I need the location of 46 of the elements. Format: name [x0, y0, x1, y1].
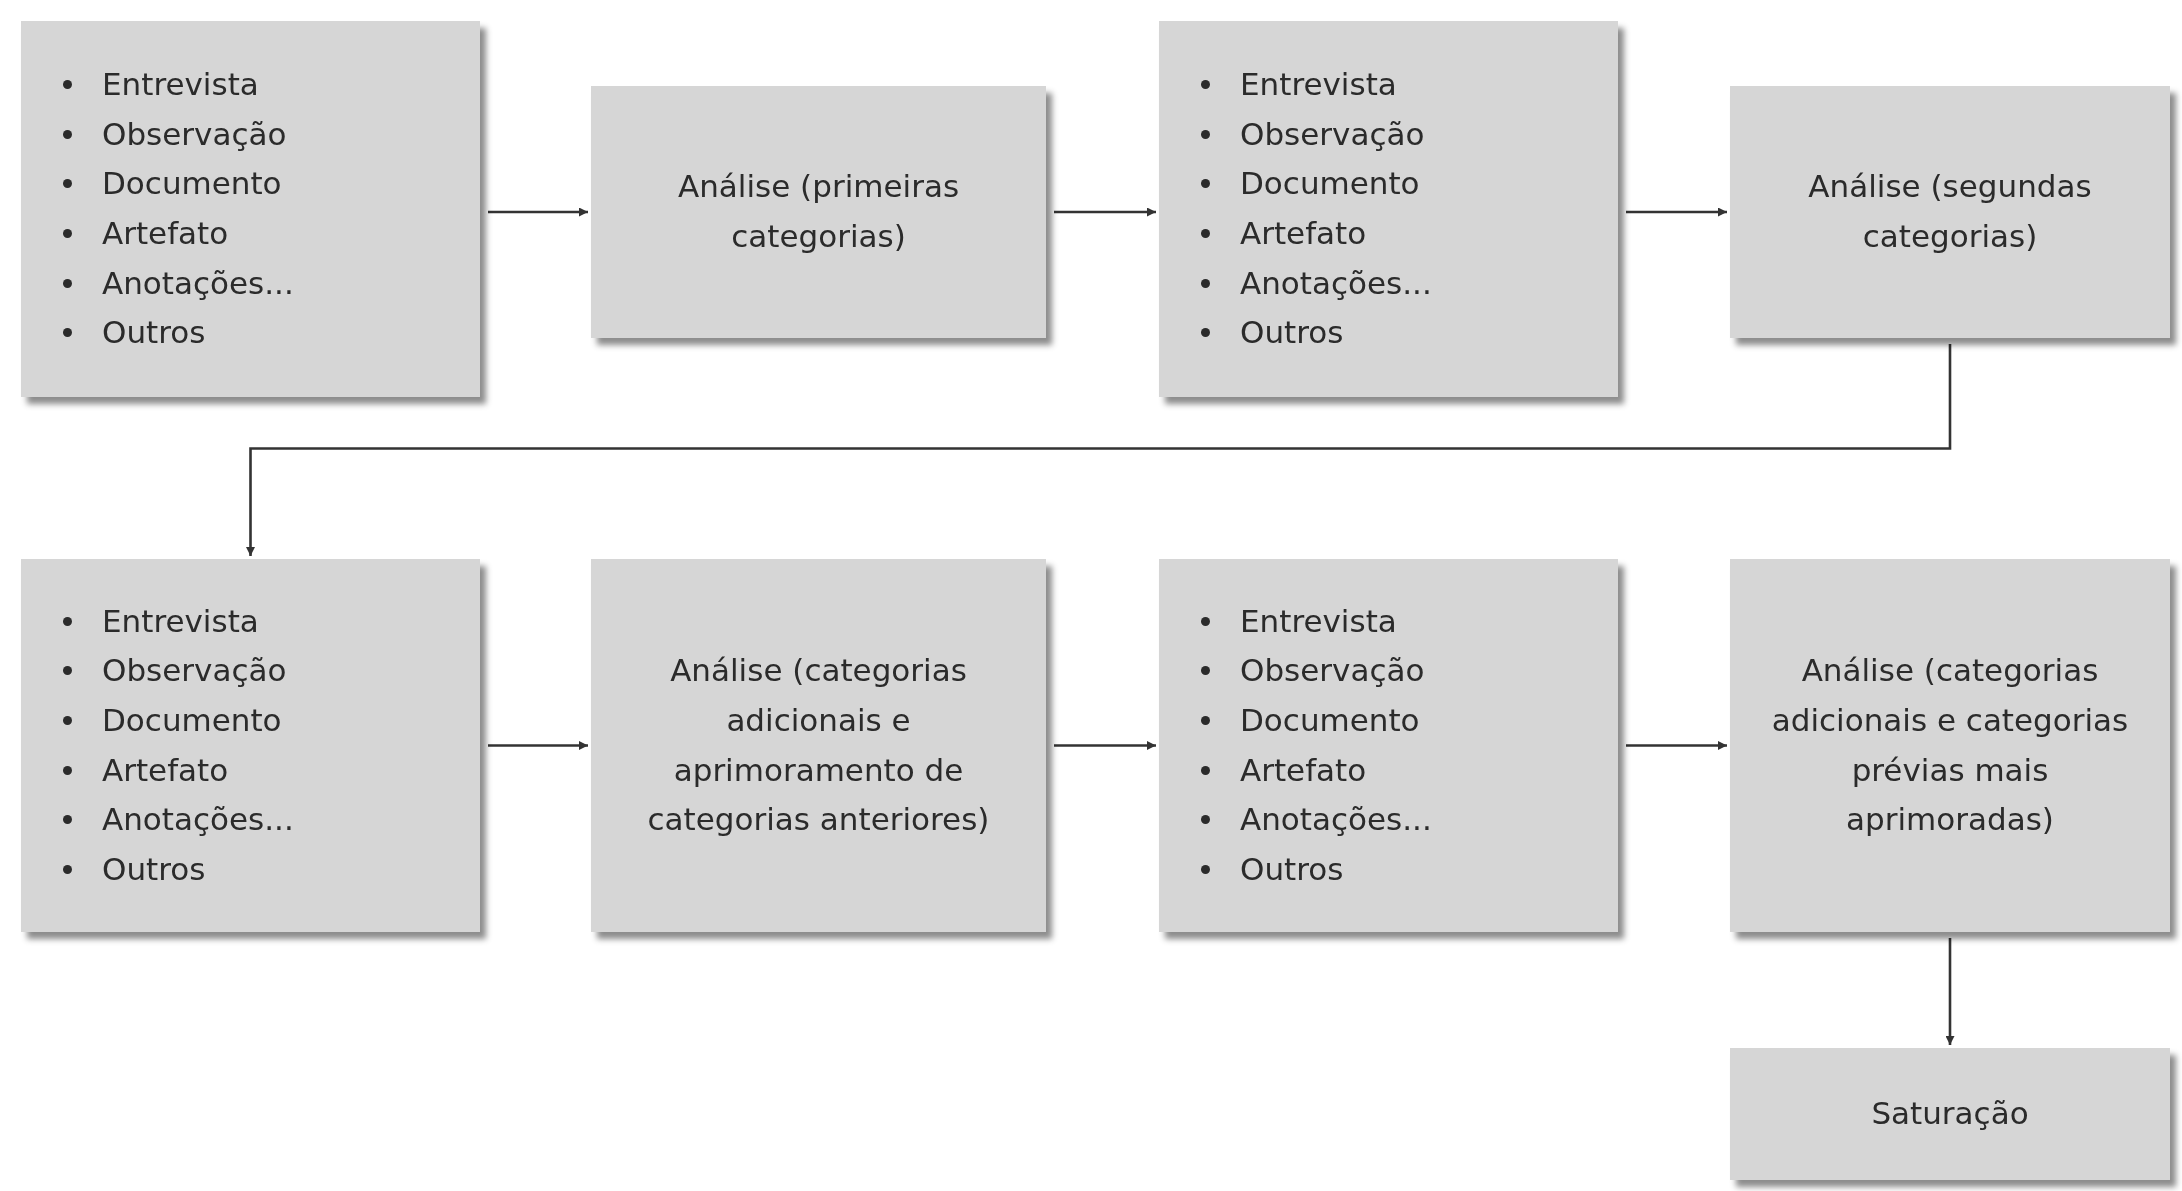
bullet-item: Entrevista — [1195, 596, 1618, 647]
arrow — [1054, 207, 1156, 217]
bullet-item: Documento — [1195, 159, 1618, 209]
source-list-box — [21, 559, 480, 932]
bullet-item: Artefato — [57, 209, 480, 259]
bullet-item: Outros — [1195, 844, 1618, 895]
arrow — [246, 344, 1952, 556]
bullet-item: Documento — [57, 695, 480, 746]
bullet-item: Entrevista — [1195, 60, 1618, 110]
process-box — [591, 86, 1046, 338]
bullet-item: Anotações... — [57, 795, 480, 845]
source-list-box — [1159, 21, 1618, 397]
bullet-item: Entrevista — [57, 60, 480, 110]
bullet-item: Outros — [57, 844, 480, 895]
arrow — [1626, 741, 1727, 750]
bullet-item: Observação — [1195, 109, 1618, 160]
bullet-item: Documento — [1195, 695, 1618, 746]
bullet-item: Anotações... — [1195, 795, 1618, 845]
box-text: Análise (categorias adicionais e aprimoramento de categorias anteriores) — [646, 651, 991, 840]
bullet-item: Artefato — [1195, 745, 1618, 796]
bullet-item: Anotações... — [57, 258, 480, 309]
bullet-item: Outros — [1195, 308, 1618, 358]
arrow — [1054, 741, 1156, 750]
bullet-item: Artefato — [1195, 209, 1618, 259]
box-text: Análise (segundas categorias) — [1807, 167, 2093, 256]
box-text: Análise (categorias adicionais e categorias prévias mais aprimoradas) — [1770, 651, 2130, 840]
process-box — [1730, 559, 2170, 932]
arrow — [1945, 938, 1955, 1045]
bullet-item: Observação — [57, 646, 480, 696]
box-text: Análise (primeiras categorias) — [676, 167, 961, 256]
process-box — [1730, 86, 2170, 338]
bullet-item: Outros — [57, 308, 480, 358]
source-list-box — [21, 21, 480, 397]
bullet-item: Anotações... — [1195, 258, 1618, 309]
bullet-item: Documento — [57, 159, 480, 209]
source-list-box — [1159, 559, 1618, 932]
arrow — [488, 207, 588, 217]
process-box — [1730, 1048, 2170, 1180]
bullet-item: Observação — [1195, 646, 1618, 696]
arrow — [1626, 207, 1727, 217]
process-box — [591, 559, 1046, 932]
arrow — [488, 741, 588, 750]
bullet-item: Observação — [57, 109, 480, 160]
bullet-item: Artefato — [57, 745, 480, 796]
bullet-item: Entrevista — [57, 596, 480, 647]
box-text: Saturação — [1871, 1094, 2029, 1134]
